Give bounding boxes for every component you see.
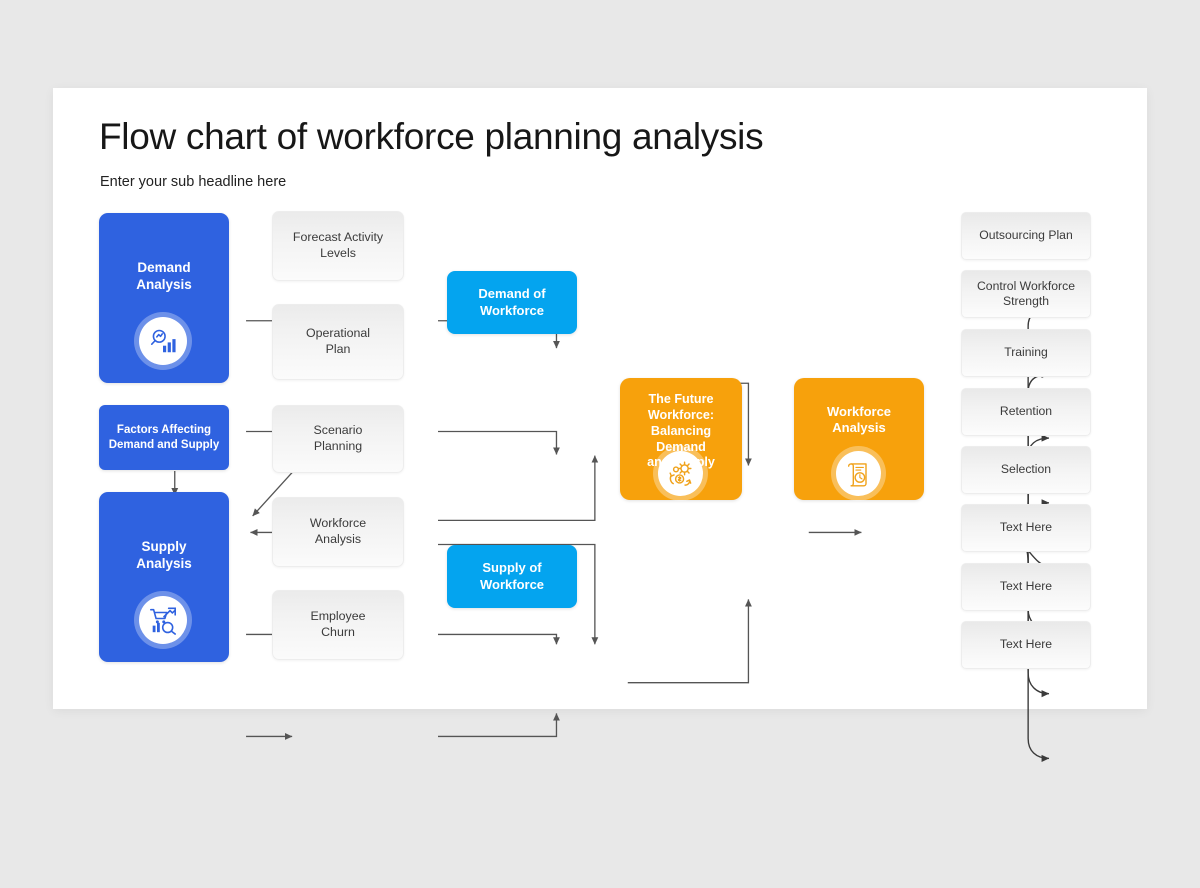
cart-chart-magnifier-icon [139, 596, 187, 644]
node-supply-analysis[interactable]: Supply Analysis [99, 492, 229, 662]
node-label: Retention [999, 404, 1053, 419]
node-training[interactable]: Training [961, 329, 1091, 377]
node-label: Demand of Workforce [478, 286, 546, 318]
node-label: Text Here [999, 520, 1053, 535]
node-retention[interactable]: Retention [961, 388, 1091, 436]
node-supply-of-workforce[interactable]: Supply of Workforce [447, 545, 577, 608]
node-label: Supply Analysis [136, 539, 192, 571]
node-factors-affecting[interactable]: Factors Affecting Demand and Supply [99, 405, 229, 470]
slide-canvas: Flow chart of workforce planning analysi… [53, 88, 1147, 762]
node-label: Demand Analysis [136, 260, 192, 292]
flow-diagram: Demand Analysis Factors Affecting Demand… [53, 88, 1147, 762]
node-label: Factors Affecting Demand and Supply [108, 424, 220, 451]
node-workforce-analysis-outcome[interactable]: Workforce Analysis [794, 378, 924, 500]
node-label: Supply of Workforce [479, 560, 545, 592]
node-selection[interactable]: Selection [961, 446, 1091, 494]
node-demand-of-workforce[interactable]: Demand of Workforce [447, 271, 577, 334]
page-subtitle: Enter your sub headline here [100, 174, 287, 190]
node-label: Workforce Analysis [826, 404, 892, 436]
node-label: Training [1004, 345, 1048, 360]
magnifier-bar-chart-icon [139, 317, 187, 365]
document-clock-icon [836, 451, 881, 496]
node-text-here-3[interactable]: Text Here [961, 621, 1091, 669]
node-outsourcing-plan[interactable]: Outsourcing Plan [961, 212, 1091, 260]
node-label: Text Here [999, 579, 1053, 594]
node-label: Text Here [999, 637, 1053, 652]
node-demand-analysis[interactable]: Demand Analysis [99, 213, 229, 383]
node-future-workforce[interactable]: The Future Workforce: Balancing Demand a… [620, 378, 742, 500]
node-text-here-1[interactable]: Text Here [961, 504, 1091, 552]
node-text-here-2[interactable]: Text Here [961, 563, 1091, 611]
page-title: Flow chart of workforce planning analysi… [99, 116, 764, 157]
gears-money-icon [658, 451, 703, 496]
node-label: Outsourcing Plan [979, 228, 1073, 243]
node-label: Selection [1000, 462, 1052, 477]
